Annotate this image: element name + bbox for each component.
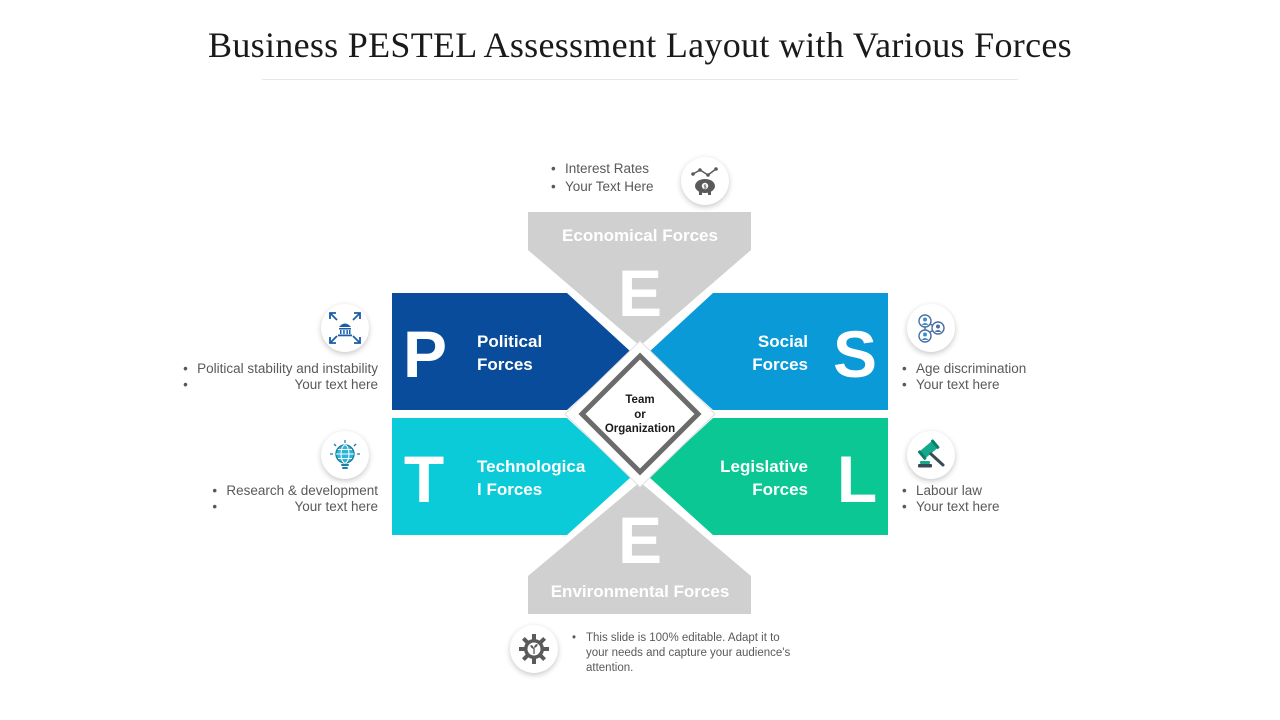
economical-bullets: Interest Rates Your Text Here	[551, 161, 654, 195]
political-bullets: Political stability and instability Your…	[183, 361, 378, 393]
list-item: Your text here	[902, 377, 1026, 393]
legislative-letter: L	[837, 442, 877, 516]
environmental-note: This slide is 100% editable. Adapt it to…	[572, 631, 791, 676]
social-label-line1: Social	[758, 332, 808, 351]
center-diamond	[578, 352, 702, 476]
list-item: Your text here	[902, 499, 1000, 515]
political-label-line2: Forces	[477, 355, 533, 374]
social-block	[649, 293, 888, 410]
technological-letter: T	[404, 442, 444, 516]
list-item: Labour law	[902, 483, 1000, 499]
economical-letter: E	[618, 256, 662, 330]
gear-plant-icon	[510, 625, 558, 673]
legislative-bullets: Labour law Your text here	[902, 483, 1000, 515]
piggy-bank-icon: $	[681, 157, 729, 205]
social-label-line2: Forces	[752, 355, 808, 374]
technological-label-line1: Technologica	[477, 457, 586, 476]
social-letter: S	[833, 317, 877, 391]
list-item: Research & development	[212, 483, 378, 499]
economical-block	[528, 212, 751, 346]
gavel-icon	[907, 431, 955, 479]
list-item: Interest Rates	[551, 161, 654, 177]
people-network-icon	[907, 304, 955, 352]
list-item: Political stability and instability	[183, 361, 378, 377]
technological-label-line2: l Forces	[477, 480, 542, 499]
economical-label: Economical Forces	[562, 226, 718, 245]
center-line2: or	[634, 409, 646, 421]
social-bullets: Age discrimination Your text here	[902, 361, 1026, 393]
list-item: Your text here	[212, 499, 378, 515]
legislative-label-line1: Legislative	[720, 457, 808, 476]
environmental-block	[528, 482, 751, 614]
svg-text:$: $	[704, 185, 707, 191]
list-item: Age discrimination	[902, 361, 1026, 377]
political-letter: P	[403, 317, 447, 391]
page-title: Business PESTEL Assessment Layout with V…	[208, 25, 1072, 65]
legislative-block	[649, 418, 888, 535]
globe-bulb-icon	[321, 431, 369, 479]
center-line3: Organization	[605, 423, 675, 435]
technological-bullets: Research & development Your text here	[212, 483, 378, 515]
title-divider	[262, 79, 1018, 80]
environmental-label: Environmental Forces	[551, 582, 730, 601]
center-line1: Team	[625, 394, 654, 406]
political-label-line1: Political	[477, 332, 542, 351]
legislative-label-line2: Forces	[752, 480, 808, 499]
technological-block	[392, 418, 631, 535]
list-item: Your Text Here	[551, 179, 654, 195]
political-block	[392, 293, 631, 410]
government-building-icon	[321, 304, 369, 352]
environmental-letter: E	[618, 503, 662, 577]
list-item: Your text here	[183, 377, 378, 393]
